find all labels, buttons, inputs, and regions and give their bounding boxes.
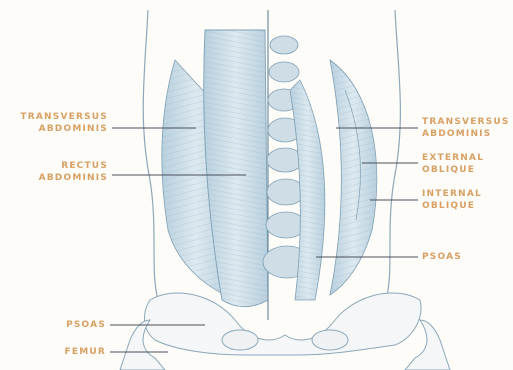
label-left-rectus-abdominis: RECTUS ABDOMINIS (14, 160, 108, 184)
label-line: RECTUS (14, 160, 108, 172)
label-line: ABDOMINIS (14, 123, 108, 135)
label-line: PSOAS (422, 251, 462, 263)
label-left-transversus-abdominis: TRANSVERSUS ABDOMINIS (14, 111, 108, 135)
label-line: INTERNAL (422, 188, 482, 200)
label-left-psoas: PSOAS (14, 319, 106, 331)
label-line: OBLIQUE (422, 200, 482, 212)
label-right-external-oblique: EXTERNAL OBLIQUE (422, 152, 484, 176)
label-line: ABDOMINIS (14, 172, 108, 184)
label-line: TRANSVERSUS (422, 116, 510, 128)
label-line: PSOAS (14, 319, 106, 331)
label-line: ABDOMINIS (422, 128, 510, 140)
label-line: TRANSVERSUS (14, 111, 108, 123)
label-right-transversus-abdominis: TRANSVERSUS ABDOMINIS (422, 116, 510, 140)
label-left-femur: FEMUR (14, 346, 106, 358)
label-right-internal-oblique: INTERNAL OBLIQUE (422, 188, 482, 212)
label-line: OBLIQUE (422, 164, 484, 176)
label-line: EXTERNAL (422, 152, 484, 164)
label-right-psoas: PSOAS (422, 251, 462, 263)
pelvis (145, 293, 421, 355)
label-line: FEMUR (14, 346, 106, 358)
